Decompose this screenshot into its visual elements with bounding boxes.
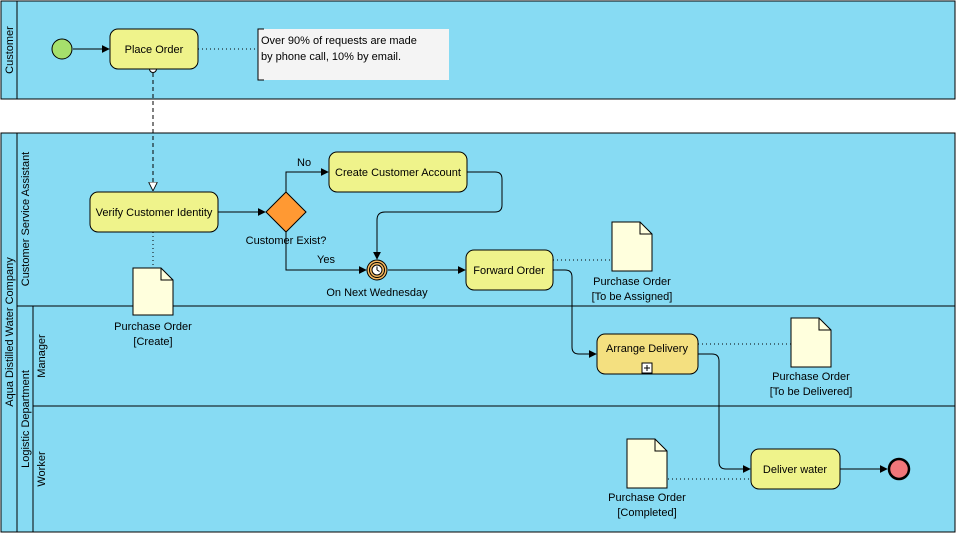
document-icon <box>132 267 174 316</box>
document-po-assigned-name: Purchase Order <box>593 276 671 288</box>
gateway-label: Customer Exist? <box>246 235 327 247</box>
document-po-assigned[interactable] <box>611 221 653 272</box>
lane-label-worker: Worker <box>36 451 48 487</box>
annotation-line-1: Over 90% of requests are made <box>261 35 417 47</box>
end-event[interactable] <box>887 457 911 481</box>
task-forward-order[interactable]: Forward Order <box>465 249 554 291</box>
task-verify-label: Verify Customer Identity <box>96 207 213 219</box>
document-po-completed-name: Purchase Order <box>608 492 686 504</box>
document-po-delivered[interactable] <box>790 317 832 368</box>
timer-event[interactable] <box>366 259 388 281</box>
task-place-order-label: Place Order <box>125 44 184 56</box>
task-create-account-label: Create Customer Account <box>335 167 461 179</box>
flow-create-account-to-timer <box>373 171 503 260</box>
document-icon <box>626 438 668 489</box>
lane-label-manager: Manager <box>36 334 48 378</box>
flow-gateway-yes <box>285 232 367 274</box>
document-icon <box>611 221 653 272</box>
task-verify-customer-identity[interactable]: Verify Customer Identity <box>89 191 219 233</box>
document-po-delivered-name: Purchase Order <box>772 371 850 383</box>
flow-arrange-to-deliver <box>698 353 751 473</box>
document-po-create-state: [Create] <box>133 336 172 348</box>
task-forward-order-label: Forward Order <box>473 265 545 277</box>
sequence-flows <box>73 45 888 473</box>
task-place-order[interactable]: Place Order <box>109 28 199 70</box>
document-po-completed[interactable] <box>626 438 668 489</box>
timer-label: On Next Wednesday <box>326 287 428 299</box>
task-deliver-water[interactable]: Deliver water <box>750 448 841 490</box>
flow-forward-to-arrange <box>553 269 597 358</box>
lane-label-logistic: Logistic Department <box>20 370 32 468</box>
task-deliver-water-label: Deliver water <box>763 464 828 476</box>
annotation-line-2: by phone call, 10% by email. <box>261 51 401 63</box>
subprocess-expand-icon[interactable] <box>641 362 653 374</box>
start-event[interactable] <box>51 38 73 60</box>
task-arrange-delivery[interactable]: Arrange Delivery <box>596 333 699 375</box>
flow-gateway-no <box>285 168 329 192</box>
gateway-customer-exist[interactable] <box>265 191 307 233</box>
task-create-customer-account[interactable]: Create Customer Account <box>328 151 468 193</box>
document-po-create-name: Purchase Order <box>114 321 192 333</box>
document-po-assigned-state: [To be Assigned] <box>592 291 673 303</box>
lane-label-csa: Customer Service Assistant <box>20 152 32 287</box>
document-po-create[interactable] <box>132 267 174 316</box>
document-icon <box>790 317 832 368</box>
document-po-delivered-state: [To be Delivered] <box>770 386 853 398</box>
gateway-yes-label: Yes <box>317 254 335 266</box>
task-arrange-delivery-label: Arrange Delivery <box>606 343 688 355</box>
gateway-no-label: No <box>297 157 311 169</box>
customer-pool-label: Customer <box>4 26 16 74</box>
document-po-completed-state: [Completed] <box>617 507 676 519</box>
company-pool-label: Aqua Distilled Water Company <box>4 257 16 407</box>
text-annotation[interactable]: Over 90% of requests are made by phone c… <box>257 28 449 81</box>
